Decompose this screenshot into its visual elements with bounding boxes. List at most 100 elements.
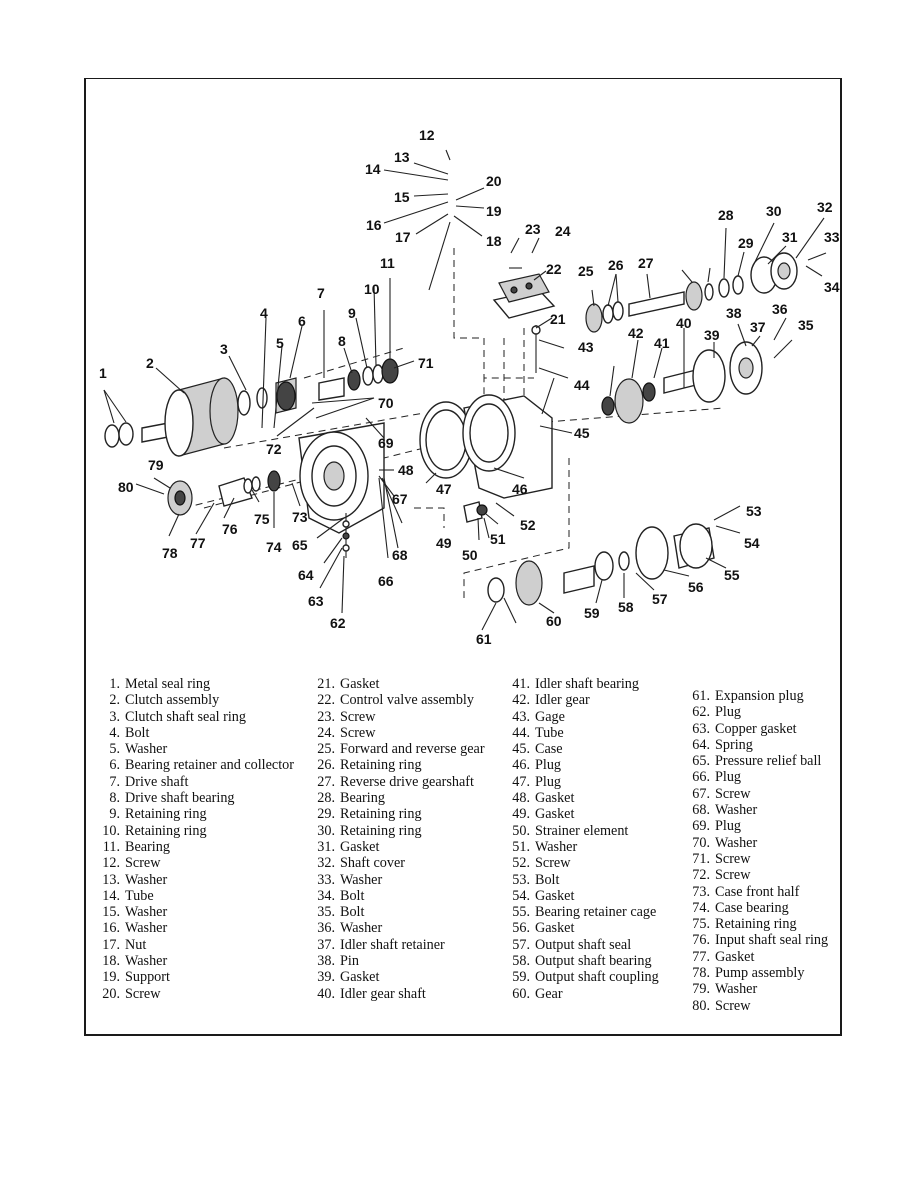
legend-item: 9.Retaining ring [109,806,207,823]
callout: 16 [366,217,382,233]
callout: 15 [394,189,410,205]
legend-item: 56.Gasket [512,920,575,937]
callout: 20 [486,173,502,189]
callout: 39 [704,327,720,343]
legend-item: 30.Retaining ring [317,822,422,839]
legend-item: 48.Gasket [512,790,575,807]
callout: 61 [476,631,492,647]
legend-item: 45.Case [512,741,563,758]
callout: 23 [525,221,541,237]
legend-item: 13.Washer [102,871,168,888]
callout: 57 [652,591,668,607]
legend-column-1: 1.Metal seal ring 2.Clutch assembly 3.Cl… [98,676,294,1002]
legend-item: 7.Drive shaft [109,773,189,790]
legend-column-4: 61.Expansion plug 62.Plug 63.Copper gask… [688,688,828,1014]
callout: 68 [392,547,408,563]
legend-item: 8.Drive shaft bearing [109,790,235,807]
callout: 7 [317,285,325,301]
legend-item: 22.Control valve assembly [317,692,474,709]
legend-item: 3.Clutch shaft seal ring [109,708,246,725]
idler-gear-drawing [601,341,763,424]
legend-item: 31.Gasket [317,838,380,855]
callout: 70 [378,395,394,411]
legend-item: 27.Reverse drive gearshaft [317,773,474,790]
callout: 62 [330,615,346,631]
legend-item: 26.Retaining ring [317,757,422,774]
callout: 24 [555,223,571,239]
callout: 45 [574,425,590,441]
callout: 71 [418,355,434,371]
callout: 32 [817,199,833,215]
callout: 47 [436,481,452,497]
callout: 35 [798,317,814,333]
figure-frame [84,78,842,1036]
callout: 29 [738,235,754,251]
legend-item: 61.Expansion plug [692,688,804,704]
callout: 59 [584,605,600,621]
legend-item: 66.Plug [692,769,742,786]
callout: 6 [298,313,306,329]
legend-item: 29.Retaining ring [317,806,422,823]
legend-item: 77.Gasket [692,948,755,965]
callout: 42 [628,325,644,341]
legend-item: 55.Bearing retainer cage [512,904,657,921]
legend-item: 65.Pressure relief ball [692,753,822,770]
legend-item: 42.Idler gear [512,692,590,709]
case-drawing [419,394,553,499]
legend-item: 74.Case bearing [692,899,789,916]
case-front-half-drawing [298,422,385,534]
legend-item: 53.Bolt [512,871,560,888]
legend-item: 58.Output shaft bearing [512,953,652,970]
legend-item: 60.Gear [512,985,563,1002]
callout: 36 [772,301,788,317]
callout: 5 [276,335,284,351]
legend-item: 79.Washer [692,981,758,998]
callout: 11 [380,255,395,271]
legend-item: 78.Pump assembly [692,965,805,982]
callout: 14 [365,161,381,177]
leader-lines [103,149,827,631]
legend-item: 52.Screw [512,855,571,872]
callout: 80 [118,479,134,495]
callout: 43 [578,339,594,355]
callout: 74 [266,539,282,555]
callout: 58 [618,599,634,615]
callout: 21 [550,311,566,327]
callout: 4 [260,305,268,321]
callout: 76 [222,521,238,537]
callout: 1 [99,365,107,381]
callout-numbers: 1 2 3 4 5 6 7 8 9 10 11 12 13 14 15 16 1… [99,127,840,647]
callout: 51 [490,531,506,547]
callout: 73 [292,509,308,525]
legend-item: 62.Plug [692,704,742,721]
exploded-view-diagram: 1 2 3 4 5 6 7 8 9 10 11 12 13 14 15 16 1… [99,127,840,647]
legend-item: 72.Screw [692,867,751,884]
legend-item: 20.Screw [102,985,161,1002]
callout: 60 [546,613,562,629]
callout: 2 [146,355,154,371]
callout: 77 [190,535,206,551]
callout: 33 [824,229,840,245]
legend-item: 44.Tube [512,724,564,741]
legend-item: 70.Washer [692,834,758,851]
callout: 17 [395,229,411,245]
callout: 64 [298,567,314,583]
legend-item: 24.Screw [317,724,376,741]
legend-column-3: 41.Idler shaft bearing 42.Idler gear 43.… [508,676,658,1002]
callout: 53 [746,503,762,519]
callout: 22 [546,261,562,277]
legend-item: 4.Bolt [109,724,150,741]
legend-item: 35.Bolt [317,904,365,921]
callout: 54 [744,535,760,551]
legend-item: 32.Shaft cover [317,855,406,872]
legend-item: 71.Screw [692,850,751,867]
strainer-drawing [463,501,488,523]
legend-item: 21.Gasket [317,676,380,692]
legend-item: 51.Washer [512,838,578,855]
callout: 8 [338,333,346,349]
legend-item: 73.Case front half [692,883,800,900]
legend-item: 25.Forward and reverse gear [317,741,485,758]
callout: 3 [220,341,228,357]
legend-item: 10.Retaining ring [102,822,207,839]
legend-item: 50.Strainer element [512,822,629,839]
